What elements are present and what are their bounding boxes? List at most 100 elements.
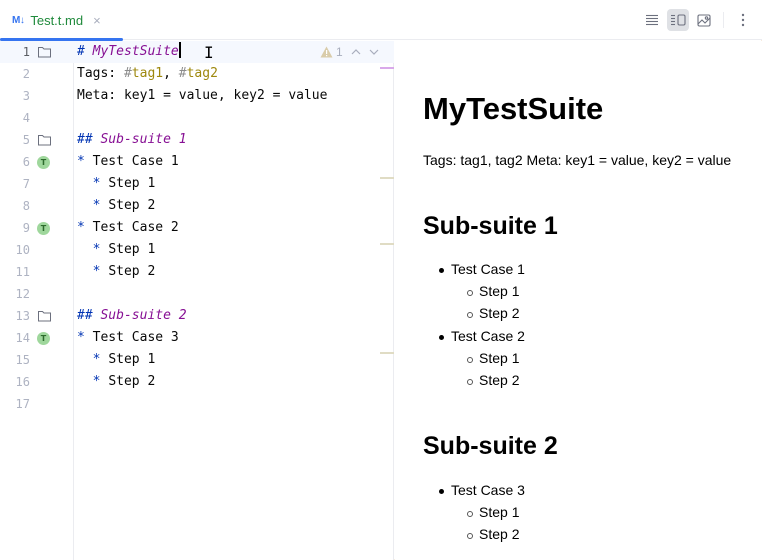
code-text: * Test Case 2	[77, 217, 179, 239]
test-case-icon[interactable]: T	[37, 156, 50, 169]
code-token-text: Step 1	[108, 176, 156, 191]
line-number: 13	[15, 309, 30, 323]
line-number: 9	[22, 221, 30, 235]
folder-icon[interactable]	[37, 309, 52, 323]
code-token-head: Sub-suite 1	[100, 132, 187, 147]
editor-line[interactable]: 12	[0, 283, 394, 305]
test-case-icon[interactable]: T	[37, 332, 50, 345]
line-number: 11	[15, 265, 30, 279]
code-token-tag: tag2	[186, 66, 218, 81]
test-case-icon[interactable]: T	[37, 222, 50, 235]
line-number: 17	[15, 397, 30, 411]
folder-icon[interactable]	[37, 133, 52, 147]
preview-heading-1: MyTestSuite	[423, 91, 604, 126]
circle-bullet-icon	[467, 312, 473, 318]
editor-line[interactable]: 8 * Step 2	[0, 195, 394, 217]
code-token-text: Test Case 1	[92, 154, 179, 169]
code-token-text: Step 2	[108, 374, 156, 389]
preview-step: Step 2	[479, 526, 520, 542]
code-text: Meta: key1 = value, key2 = value	[77, 85, 327, 107]
error-stripe-marker-test-1[interactable]	[380, 177, 394, 179]
active-tab-indicator	[0, 38, 123, 41]
warning-count: 1	[336, 45, 343, 59]
code-token-star: *	[77, 220, 93, 235]
preview-paragraph: Tags: tag1, tag2 Meta: key1 = value, key…	[423, 152, 732, 168]
code-text: * Step 2	[77, 261, 156, 283]
preview-heading-sub-suite-1: Sub-suite 1	[423, 212, 558, 240]
code-token-text: Step 1	[108, 352, 156, 367]
code-token-star: *	[92, 176, 109, 191]
editor-line[interactable]: 5## Sub-suite 1	[0, 129, 394, 151]
code-token-tagh: #	[178, 66, 187, 81]
code-token-star: *	[92, 242, 109, 257]
editor-line[interactable]: 17	[0, 393, 394, 415]
editor-line[interactable]: 15 * Step 1	[0, 349, 394, 371]
circle-bullet-icon	[467, 511, 473, 517]
editor-line[interactable]: 13## Sub-suite 2	[0, 305, 394, 327]
line-number: 10	[15, 243, 30, 257]
code-token-star: *	[92, 374, 109, 389]
preview-step: Step 1	[479, 350, 520, 366]
error-stripe-marker-test-2[interactable]	[380, 243, 394, 245]
previous-highlight-icon[interactable]	[351, 49, 361, 55]
code-text: * Test Case 1	[77, 151, 179, 173]
editor-line[interactable]: 7 * Step 1	[0, 173, 394, 195]
code-text: * Step 2	[77, 195, 156, 217]
circle-bullet-icon	[467, 290, 473, 296]
code-token-star: *	[92, 352, 109, 367]
code-token-star: *	[92, 264, 109, 279]
code-text: * Step 1	[77, 349, 156, 371]
editor-and-preview-button[interactable]	[667, 9, 689, 31]
code-token-text: Step 2	[108, 198, 156, 213]
more-vertical-icon	[741, 13, 745, 27]
preview-test-case: Test Case 3	[451, 482, 525, 498]
editor-only-button[interactable]	[641, 9, 663, 31]
close-tab-icon[interactable]: ×	[93, 12, 101, 28]
code-text: * Step 1	[77, 173, 156, 195]
code-token-hash: ##	[77, 132, 101, 147]
error-stripe-marker-heading[interactable]	[380, 67, 394, 69]
editor-line[interactable]: 4	[0, 107, 394, 129]
code-token-text	[77, 264, 93, 279]
line-number: 4	[22, 111, 30, 125]
code-token-text: Test Case 2	[92, 220, 179, 235]
code-token-tagh: #	[123, 66, 132, 81]
code-text: * Step 2	[77, 371, 156, 393]
code-token-text: Step 1	[108, 242, 156, 257]
code-token-star: *	[77, 154, 93, 169]
inspection-widget[interactable]: 1	[320, 44, 379, 60]
bullet-icon	[439, 489, 444, 494]
code-token-star: *	[77, 330, 93, 345]
editor-line[interactable]: 16 * Step 2	[0, 371, 394, 393]
tab-test-t-md[interactable]: M↓ Test.t.md ×	[0, 0, 123, 41]
editor-line[interactable]: 11 * Step 2	[0, 261, 394, 283]
folder-icon[interactable]	[37, 45, 52, 59]
next-highlight-icon[interactable]	[369, 49, 379, 55]
warning-icon	[320, 46, 333, 58]
editor-line[interactable]: 1 # MyTestSuite	[0, 41, 394, 63]
code-text: # MyTestSuite	[77, 41, 181, 63]
code-text: Tags: #tag1, #tag2	[77, 63, 218, 85]
code-token-text	[77, 352, 93, 367]
preview-test-case: Test Case 1	[451, 261, 525, 277]
error-stripe-marker-test-3[interactable]	[380, 352, 394, 354]
code-token-text	[77, 374, 93, 389]
text-caret	[178, 42, 181, 58]
code-token-head: Sub-suite 2	[100, 308, 187, 323]
preview-heading-sub-suite-2: Sub-suite 2	[423, 432, 558, 460]
circle-bullet-icon	[467, 379, 473, 385]
line-number: 12	[15, 287, 30, 301]
preview-test-case: Test Case 2	[451, 328, 525, 344]
more-options-button[interactable]	[732, 9, 754, 31]
code-text: ## Sub-suite 1	[77, 129, 187, 151]
preview-only-button[interactable]	[693, 9, 715, 31]
editor-line[interactable]: 10 * Step 1	[0, 239, 394, 261]
image-icon	[697, 13, 711, 27]
markdown-icon: M↓	[12, 14, 25, 26]
